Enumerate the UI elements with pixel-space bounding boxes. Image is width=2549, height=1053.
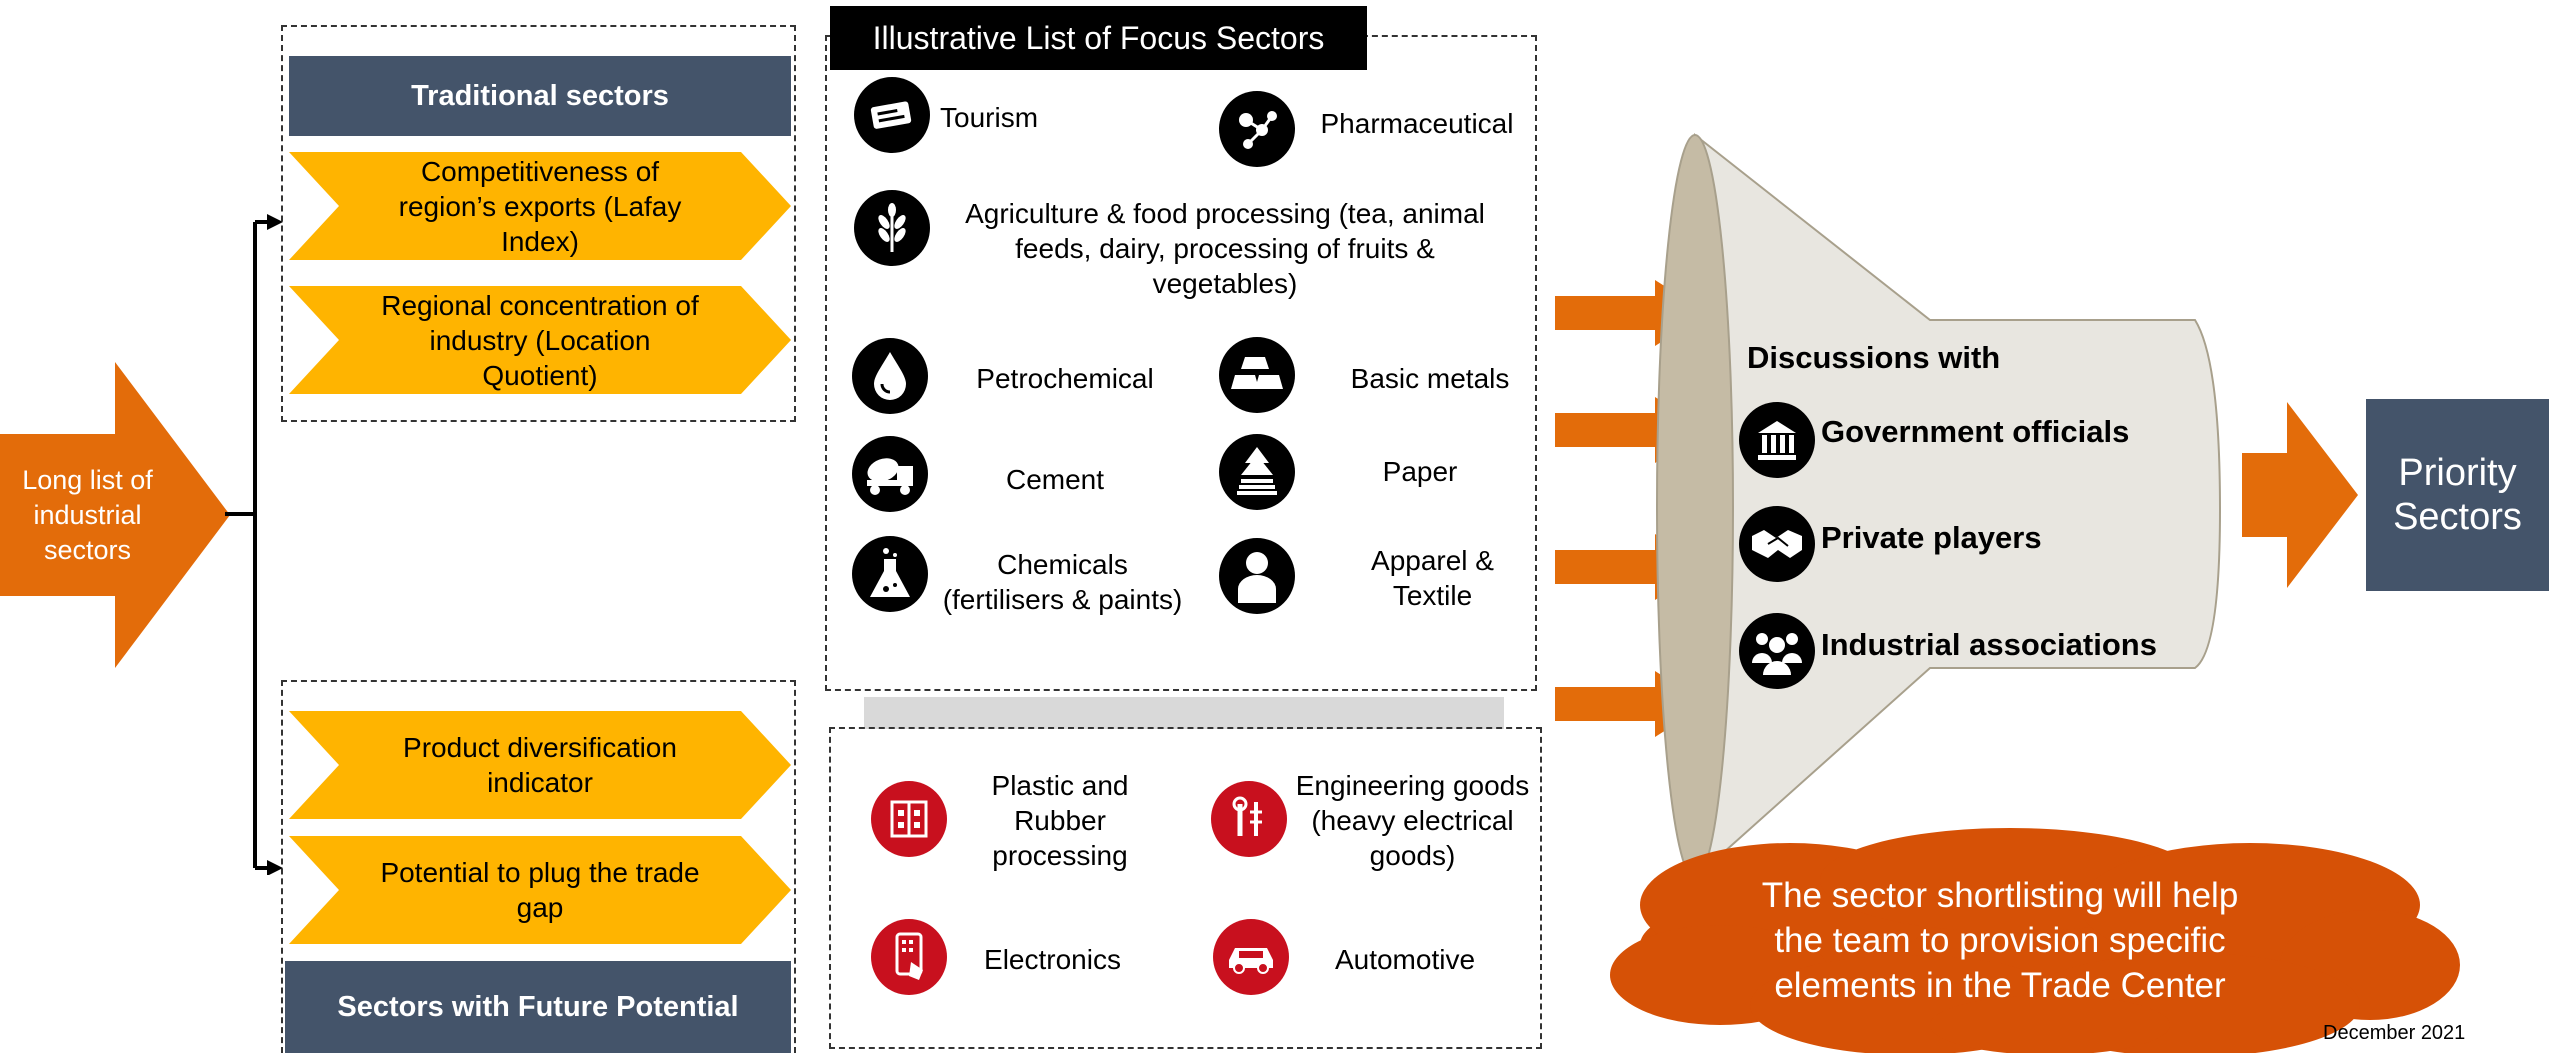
person-icon (1219, 538, 1295, 614)
criterion-label: Competitiveness of region’s exports (Laf… (398, 155, 682, 257)
sector-electronics: Electronics (984, 943, 1121, 975)
discussion-private: Private players (1821, 520, 2042, 555)
sector-plastic-rubber: Plastic and Rubber processing (991, 769, 1129, 871)
focus-sectors-box-secondary (829, 727, 1542, 1049)
future-sectors-group (281, 680, 796, 1053)
long-list-arrow: Long list of industrial sectors (0, 362, 230, 668)
car-icon (1213, 919, 1289, 995)
molecule-icon (1219, 91, 1295, 167)
traditional-criterion-2: Regional concentration of industry (Loca… (289, 286, 791, 394)
sector-basic-metals: Basic metals (1350, 362, 1510, 394)
sector-automotive: Automotive (1334, 943, 1476, 975)
group-icon (1739, 613, 1815, 689)
government-building-icon (1739, 402, 1815, 478)
sector-agriculture: Agriculture & food processing (tea, anim… (965, 197, 1485, 299)
sector-chemicals: Chemicals (fertilisers & paints) (942, 549, 1183, 615)
future-sectors-title: Sectors with Future Potential (285, 961, 791, 1053)
phone-icon (871, 919, 947, 995)
future-criterion-1: Product diversification indicator (289, 711, 791, 819)
flask-icon (852, 536, 928, 612)
funnel-heading: Discussions with (1747, 340, 2001, 375)
future-criterion-2: Potential to plug the trade gap (289, 836, 791, 944)
handshake-icon (1739, 506, 1815, 582)
cement-mixer-icon (852, 436, 928, 512)
paper-tree-icon (1219, 434, 1295, 510)
priority-sectors-box: Priority Sectors (2366, 399, 2549, 591)
metal-bars-icon (1219, 337, 1295, 413)
sector-paper: Paper (1382, 455, 1458, 487)
sector-tourism: Tourism (940, 101, 1039, 133)
bracket-connector (225, 214, 283, 875)
sector-petrochemical: Petrochemical (976, 362, 1154, 394)
criterion-label: Potential to plug the trade gap (380, 857, 700, 923)
output-arrow (2242, 402, 2358, 588)
tools-icon (1211, 781, 1287, 857)
discussion-associations: Industrial associations (1821, 627, 2157, 662)
cloud-note-text: The sector shortlisting will help the te… (1761, 875, 2239, 1005)
oil-drop-icon (852, 338, 928, 414)
sector-apparel: Apparel & Textile (1371, 545, 1494, 611)
sector-cement: Cement (1005, 463, 1105, 495)
criterion-label: Regional concentration of industry (Loca… (381, 289, 699, 391)
separator-bar (864, 697, 1504, 729)
date-label: December 2021 (2323, 1022, 2466, 1044)
focus-list-title: Illustrative List of Focus Sectors (830, 6, 1367, 70)
traditional-criterion-1: Competitiveness of region’s exports (Laf… (289, 152, 791, 260)
discussion-government: Government officials (1821, 414, 2130, 449)
long-list-label: Long list of industrial sectors (22, 464, 153, 565)
wheat-icon (854, 190, 930, 266)
sector-pharmaceutical: Pharmaceutical (1320, 107, 1514, 139)
traditional-sectors-group (281, 25, 796, 422)
tourism-ticket-icon (854, 77, 930, 153)
sector-engineering-goods: Engineering goods (heavy electrical good… (1295, 769, 1530, 871)
traditional-sectors-title: Traditional sectors (289, 56, 791, 136)
plastic-box-icon (871, 781, 947, 857)
shortlisting-cloud (1610, 828, 2460, 1053)
discussion-funnel (1656, 132, 2222, 881)
criterion-label: Product diversification indicator (403, 732, 677, 798)
